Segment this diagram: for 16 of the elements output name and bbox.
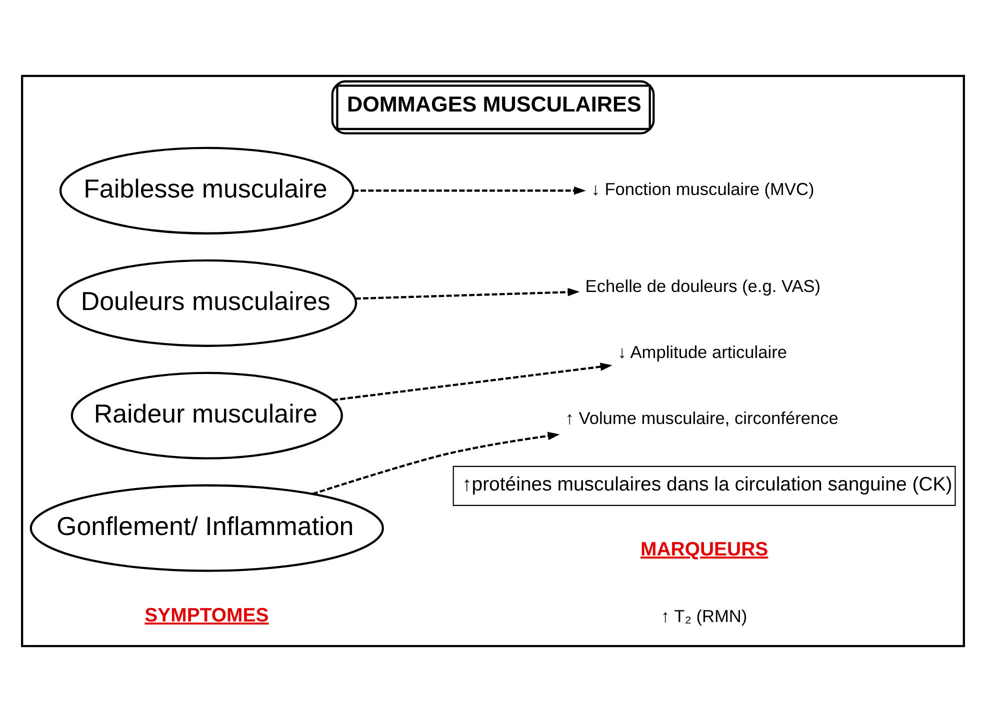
node-text: ↓ Fonction musculaire (MVC) [590,178,814,199]
arrow [355,288,580,300]
node-text: ↓ Amplitude articulaire [617,342,786,362]
arrow [332,362,612,402]
node-ellipse: Faiblesse musculaire [58,146,354,234]
node-ellipse: Raideur musculaire [70,372,342,460]
arrow [312,432,560,495]
node-text: ↑ Volume musculaire, circonférence [564,408,838,428]
node-box: ↑protéines musculaires dans la circulation sanguine (CK) [452,466,956,506]
label: MARQUEURS [640,538,768,561]
node-ellipse: Gonflement/ Inflammation [29,484,384,572]
arrow [352,186,586,195]
node-ellipse: Douleurs musculaires [56,259,357,347]
label: ↑ T₂ (RMN) [660,606,747,626]
node-text: Echelle de douleurs (e.g. VAS) [584,276,820,296]
label: SYMPTOMES [144,604,268,627]
